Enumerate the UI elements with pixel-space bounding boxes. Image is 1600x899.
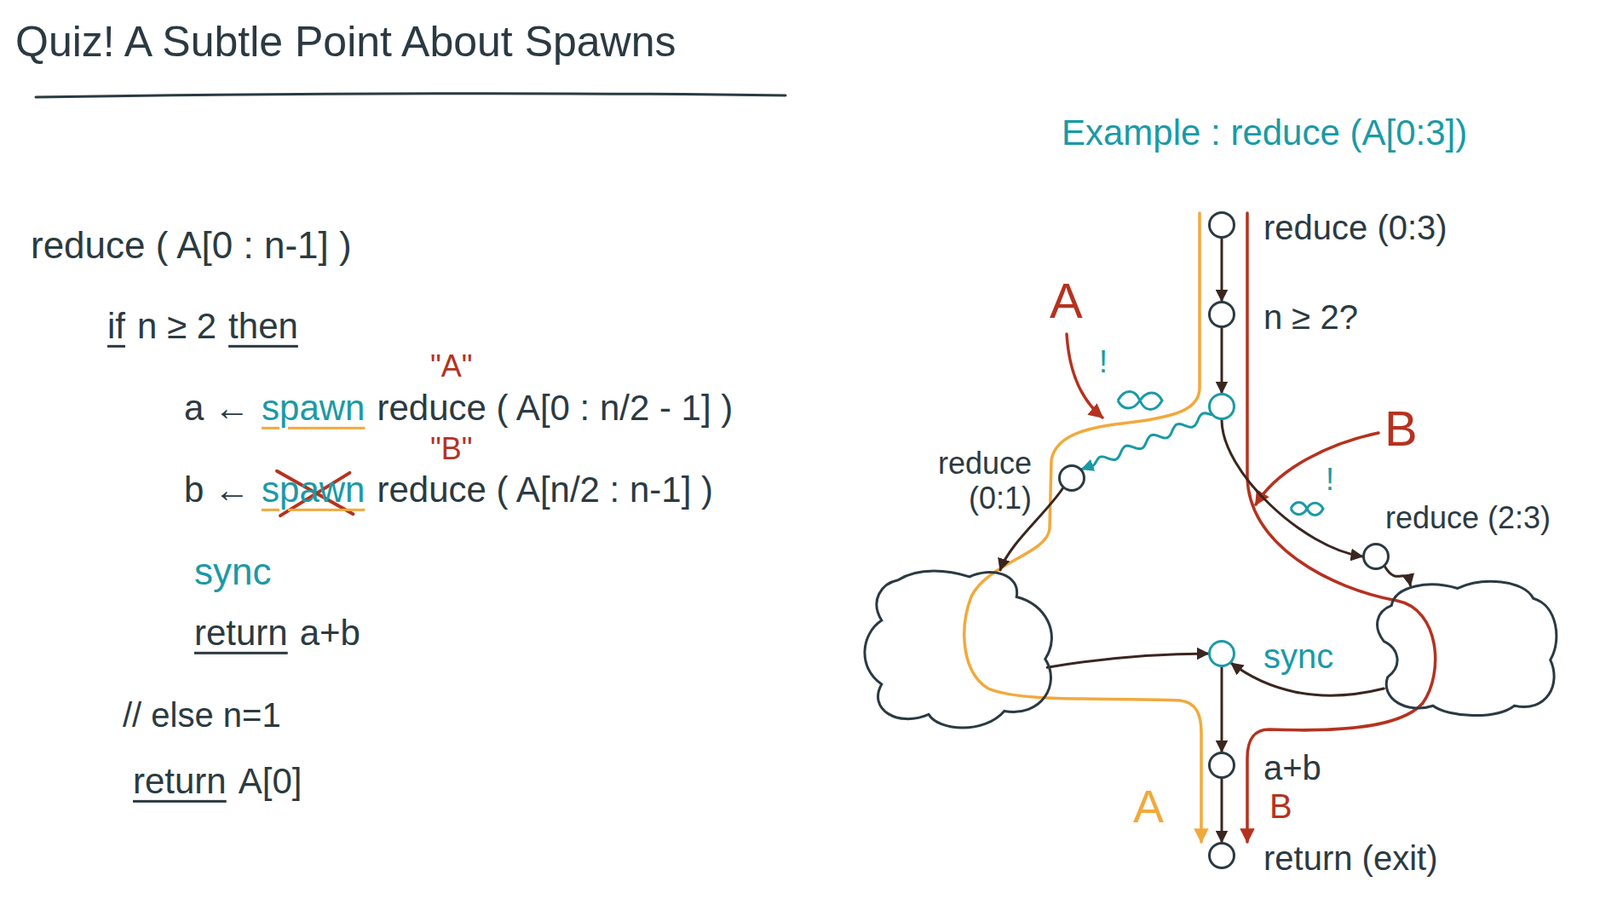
label-row: return A[0] (132, 760, 302, 802)
code-keyword: return (132, 760, 227, 802)
vertex-label-holder: reduce (0:1) (920, 445, 1032, 517)
label-row: // else n=1 (122, 695, 282, 735)
dag-vertex: reduce (2:3) (1362, 542, 1390, 570)
label-row: A (1049, 272, 1083, 330)
vertex-label: return (exit) (1263, 838, 1439, 878)
dag-vertex: reduce (0:3) (1208, 211, 1236, 239)
dag-edge (1220, 667, 1224, 752)
spawn-squiggle (1117, 391, 1163, 410)
label-row: if n ≥ 2 then (107, 305, 299, 347)
vertex-label-holder: n ≥ 2? (1263, 297, 1359, 337)
label-row: B (1384, 400, 1418, 458)
code-text: a ← (184, 387, 250, 429)
dag-edge (1220, 328, 1224, 393)
label-row: "B" (430, 431, 473, 467)
code-text: a+b (299, 612, 361, 654)
code-comment: // else n=1 (122, 695, 282, 735)
code-text: n ≥ 2 (137, 305, 217, 347)
vertex-label-holder: sync (1263, 636, 1334, 676)
dag-edge (1220, 238, 1224, 301)
code-text: reduce ( A[0 : n/2 - 1] ) (376, 387, 733, 429)
vertex-label: n ≥ 2? (1263, 297, 1359, 337)
vertex-label: reduce (0:3) (1263, 207, 1448, 248)
dag-edge (1221, 420, 1363, 557)
code-keyword: then (228, 305, 299, 347)
dag-edge (1047, 653, 1209, 668)
dag-edge (1385, 566, 1411, 586)
vertex-label-holder: a+b (1263, 748, 1322, 788)
note-mark: ! (1325, 461, 1335, 497)
label-row: b ← spawn reduce ( A[n/2 : n-1] ) (184, 469, 714, 511)
title-holder: Quiz! A Subtle Point About Spawns (15, 17, 677, 68)
label-row: reduce ( A[0 : n-1] ) (30, 224, 352, 268)
label-row: Example : reduce (A[0:3]) (1061, 112, 1468, 154)
code-line: reduce ( A[0 : n-1] ) (30, 224, 352, 268)
vertex-label-holder: reduce (2:3) (1385, 500, 1551, 536)
code-keyword: spawn (261, 469, 365, 511)
callout-letter: B (1384, 400, 1418, 458)
blob-outline (857, 566, 1062, 735)
label-row: ! (1325, 461, 1335, 497)
title: Quiz! A Subtle Point About Spawns (15, 17, 677, 68)
callout-letter: A (1049, 272, 1083, 330)
dag-vertex: a+b (1208, 751, 1236, 779)
label-row: a ← spawn reduce ( A[0 : n/2 - 1] ) (184, 387, 733, 429)
vertex-label-holder: return (exit) (1263, 838, 1439, 878)
code-keyword: spawn (261, 387, 365, 429)
dag-vertex: n ≥ 2? (1208, 300, 1236, 329)
spawn-squiggle (1290, 502, 1324, 516)
label-row: ! (1099, 344, 1108, 380)
vertex-label-holder: reduce (0:3) (1263, 207, 1448, 248)
path-letter: A (1133, 779, 1164, 833)
code-text: reduce ( A[n/2 : n-1] ) (376, 469, 714, 511)
vertex-label: reduce (2:3) (1385, 500, 1551, 536)
label-row: "A" (430, 348, 473, 384)
title-underline (35, 93, 786, 98)
dag-vertex: reduce (0:1) (1058, 464, 1086, 492)
blob-path (1377, 581, 1557, 715)
example-heading: Example : reduce (A[0:3]) (1061, 112, 1468, 154)
subcomputation-blob (1372, 576, 1562, 720)
blob-outline (1372, 576, 1562, 720)
callout-letter: "A" (430, 348, 473, 384)
dag-vertex (1208, 392, 1236, 421)
leader-arrow (1066, 333, 1103, 418)
code-text: A[0] (238, 760, 303, 802)
path-letter: B (1269, 786, 1293, 826)
thread-path-a (964, 212, 1202, 842)
note-mark: ! (1099, 344, 1108, 380)
code-keyword: sync (194, 550, 271, 594)
label-row: return a+b (194, 612, 361, 654)
vertex-label: reduce (0:1) (920, 445, 1032, 517)
vertex-label: a+b (1263, 748, 1322, 788)
dag-vertex: sync (1208, 639, 1236, 668)
label-row: A (1133, 779, 1164, 833)
dag-vertex: return (exit) (1208, 841, 1236, 870)
code-keyword: return (194, 612, 288, 654)
dag-edge (1220, 778, 1224, 842)
callout-letter: "B" (430, 431, 473, 467)
blob-path (864, 570, 1052, 728)
leader-arrow (1255, 432, 1379, 505)
label-row: B (1269, 786, 1293, 826)
label-row: sync (194, 550, 271, 594)
dag-edge (1082, 413, 1211, 470)
subcomputation-blob (857, 566, 1062, 735)
code-keyword: if (107, 305, 126, 347)
vertex-label: sync (1263, 636, 1334, 676)
code-text: b ← (184, 469, 250, 511)
